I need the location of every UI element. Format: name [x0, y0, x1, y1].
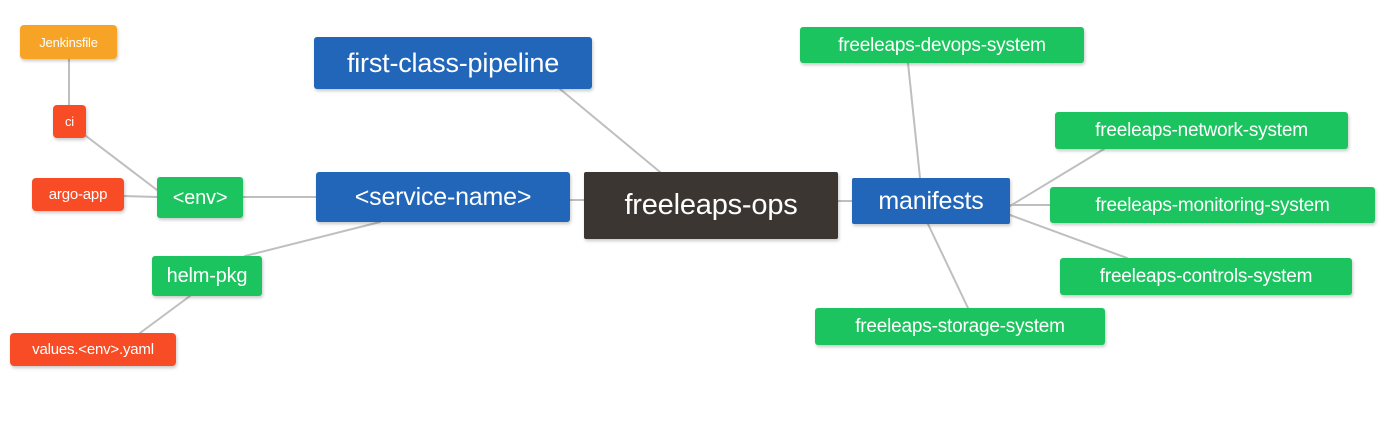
node-manifests[interactable]: manifests — [852, 178, 1010, 224]
node-service-name[interactable]: <service-name> — [316, 172, 570, 222]
edge-first-class-pipeline-to-freeleaps-ops — [559, 88, 661, 173]
node-freeleaps-network-system[interactable]: freeleaps-network-system — [1055, 112, 1348, 149]
node-env[interactable]: <env> — [157, 177, 243, 218]
edge-manifests-to-freeleaps-devops-system — [907, 62, 921, 179]
edge-manifests-to-freeleaps-storage-system — [927, 223, 969, 309]
node-ci[interactable]: ci — [53, 105, 86, 138]
node-helm-pkg[interactable]: helm-pkg — [152, 256, 262, 296]
edge-argo-app-to-env — [123, 195, 158, 198]
node-freeleaps-devops-system[interactable]: freeleaps-devops-system — [800, 27, 1084, 63]
node-values-env-yaml[interactable]: values.<env>.yaml — [10, 333, 176, 366]
node-freeleaps-controls-system[interactable]: freeleaps-controls-system — [1060, 258, 1352, 295]
node-freeleaps-storage-system[interactable]: freeleaps-storage-system — [815, 308, 1105, 345]
edge-manifests-to-freeleaps-controls-system — [1009, 214, 1128, 259]
node-argo-app[interactable]: argo-app — [32, 178, 124, 211]
edge-helm-pkg-to-service-name — [244, 221, 381, 257]
edge-ci-to-env — [85, 135, 158, 191]
edge-values-env-yaml-to-helm-pkg — [139, 295, 191, 334]
edge-manifests-to-freeleaps-network-system — [1009, 148, 1105, 207]
node-freeleaps-monitoring-system[interactable]: freeleaps-monitoring-system — [1050, 187, 1375, 223]
node-first-class-pipeline[interactable]: first-class-pipeline — [314, 37, 592, 89]
node-freeleaps-ops[interactable]: freeleaps-ops — [584, 172, 838, 239]
node-jenkinsfile[interactable]: Jenkinsfile — [20, 25, 117, 59]
